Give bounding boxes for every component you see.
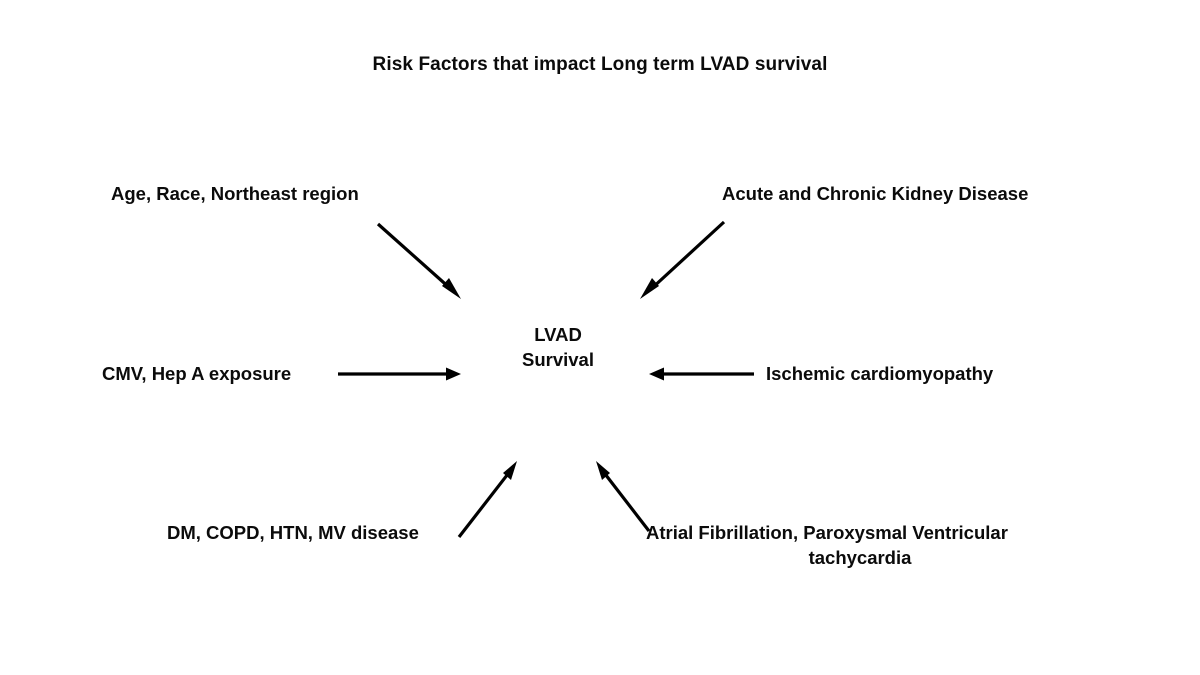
center-node-lvad-survival: LVAD Survival: [496, 323, 620, 373]
factor-node-atrial-fibrillation: Atrial Fibrillation, Paroxysmal Ventricu…: [646, 521, 1074, 571]
diagram-title: Risk Factors that impact Long term LVAD …: [372, 54, 828, 75]
factor-node-kidney-disease: Acute and Chronic Kidney Disease: [722, 183, 1029, 204]
factor-node-afib-line-2: tachycardia: [808, 546, 912, 568]
arrow-mid-left-icon: [338, 367, 461, 381]
arrow-top-right-icon: [640, 220, 726, 299]
factor-node-dm-copd-htn-mv: DM, COPD, HTN, MV disease: [167, 522, 419, 543]
arrow-top-left-icon: [376, 222, 461, 299]
arrow-bottom-right-icon: [596, 461, 651, 532]
arrow-mid-right-icon: [649, 367, 754, 381]
factor-node-cmv-hepa: CMV, Hep A exposure: [102, 363, 292, 384]
arrow-bottom-left-icon: [457, 461, 517, 538]
center-node-line-1: LVAD: [534, 324, 582, 345]
factor-node-ischemic-cardiomyopathy: Ischemic cardiomyopathy: [766, 363, 994, 384]
center-node-line-2: Survival: [522, 348, 594, 370]
factor-node-age-race: Age, Race, Northeast region: [111, 183, 359, 204]
factor-node-afib-line-1: Atrial Fibrillation, Paroxysmal Ventricu…: [646, 522, 1008, 543]
